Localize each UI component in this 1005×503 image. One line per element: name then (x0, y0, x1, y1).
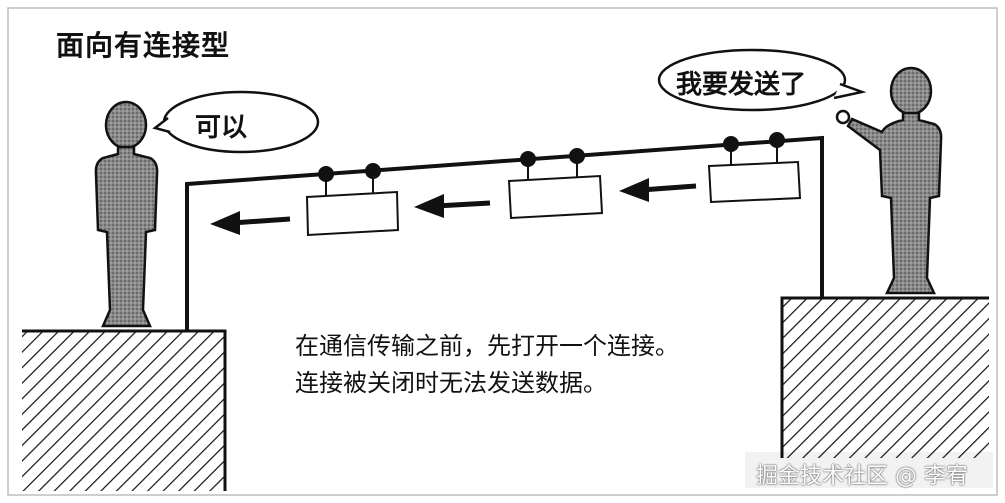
left-cliff (22, 329, 227, 491)
diagram-title: 面向有连接型 (56, 29, 231, 62)
right-speech-bubble (657, 48, 867, 112)
connection-line (185, 135, 824, 331)
packet-3 (707, 132, 802, 204)
right-speech-text: 我要发送了 (676, 70, 807, 100)
watermark-backdrop (745, 452, 993, 488)
packet-1 (305, 163, 400, 237)
right-person-figure (835, 66, 943, 295)
right-cliff (780, 296, 989, 458)
arrow-left-1 (210, 211, 291, 235)
packet-2 (507, 148, 604, 220)
left-person-figure (94, 100, 159, 328)
left-speech-text: 可以 (195, 113, 248, 143)
watermark: 掘金技术社区 @ 李宥 (756, 464, 968, 489)
left-speech-bubble (152, 90, 320, 154)
arrow-left-2 (414, 194, 491, 218)
caption-line-2: 连接被关闭时无法发送数据。 (295, 369, 607, 397)
arrow-left-3 (619, 178, 697, 202)
outer-frame (7, 7, 998, 496)
caption-line-1: 在通信传输之前，先打开一个连接。 (295, 332, 679, 360)
